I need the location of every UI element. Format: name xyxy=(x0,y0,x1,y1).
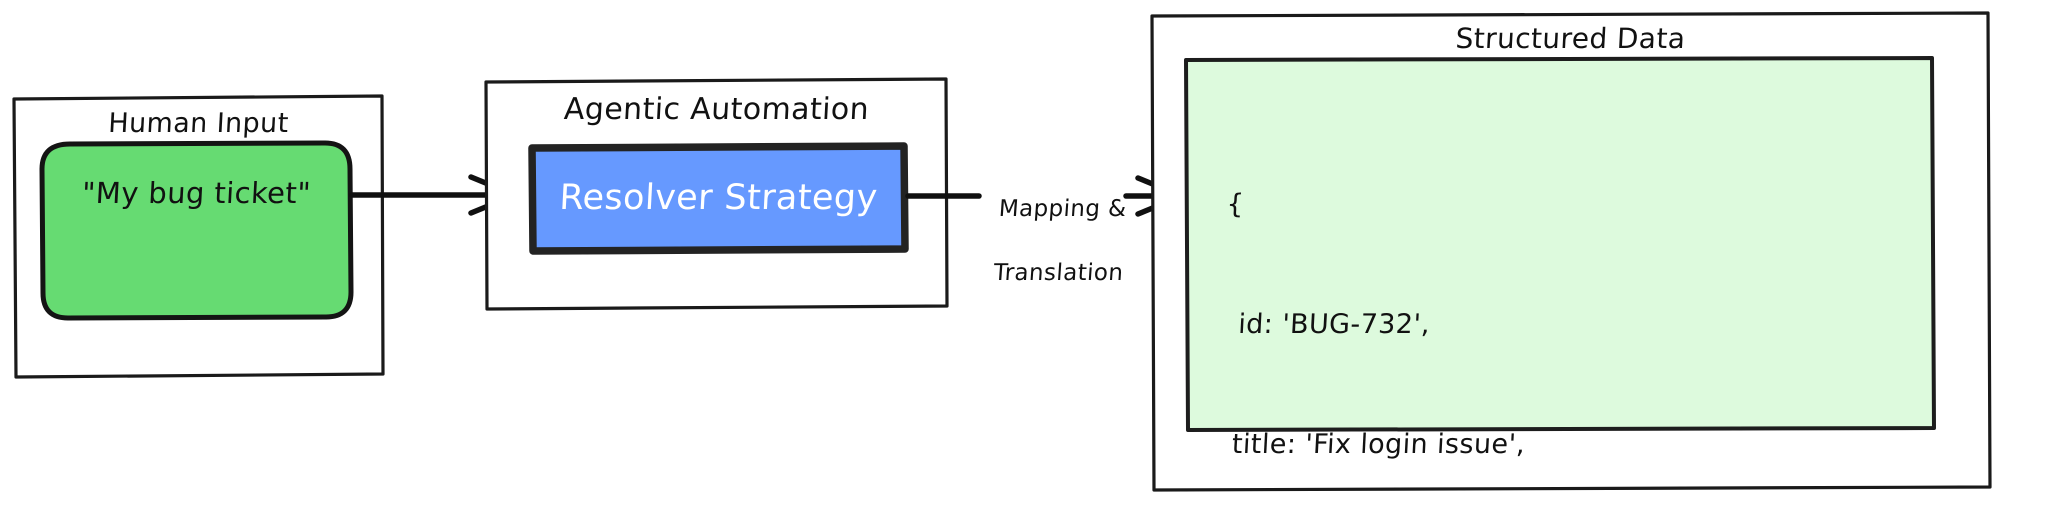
node-structured-data[interactable] xyxy=(1150,11,1992,492)
human-input-chip-label: "My bug ticket" xyxy=(81,176,312,210)
resolver-strategy-chip-shape xyxy=(528,142,909,255)
node-agentic-automation[interactable] xyxy=(484,77,949,311)
code-line-id: id: 'BUG-732', xyxy=(1219,309,1431,340)
human-input-chip-shape xyxy=(39,140,354,321)
edge-label-line-1: Mapping & xyxy=(997,196,1128,222)
code-line-open-brace: { xyxy=(1225,189,1246,220)
node-human-input[interactable] xyxy=(12,94,385,379)
code-line-title: title: 'Fix login issue', xyxy=(1213,429,1527,460)
edge-label-line-2: Translation xyxy=(992,260,1125,286)
human-input-title: Human Input xyxy=(107,108,290,139)
structured-data-chip-shape xyxy=(1184,56,1936,432)
agentic-automation-title: Agentic Automation xyxy=(563,92,870,127)
edge-mapping-translation-label: Mapping & Translation xyxy=(959,161,1130,321)
structured-data-code-block: { id: 'BUG-732', title: 'Fix login issue… xyxy=(1196,105,1932,507)
resolver-strategy-chip-label: Resolver Strategy xyxy=(558,178,879,218)
structured-data-title: Structured Data xyxy=(1454,22,1687,55)
